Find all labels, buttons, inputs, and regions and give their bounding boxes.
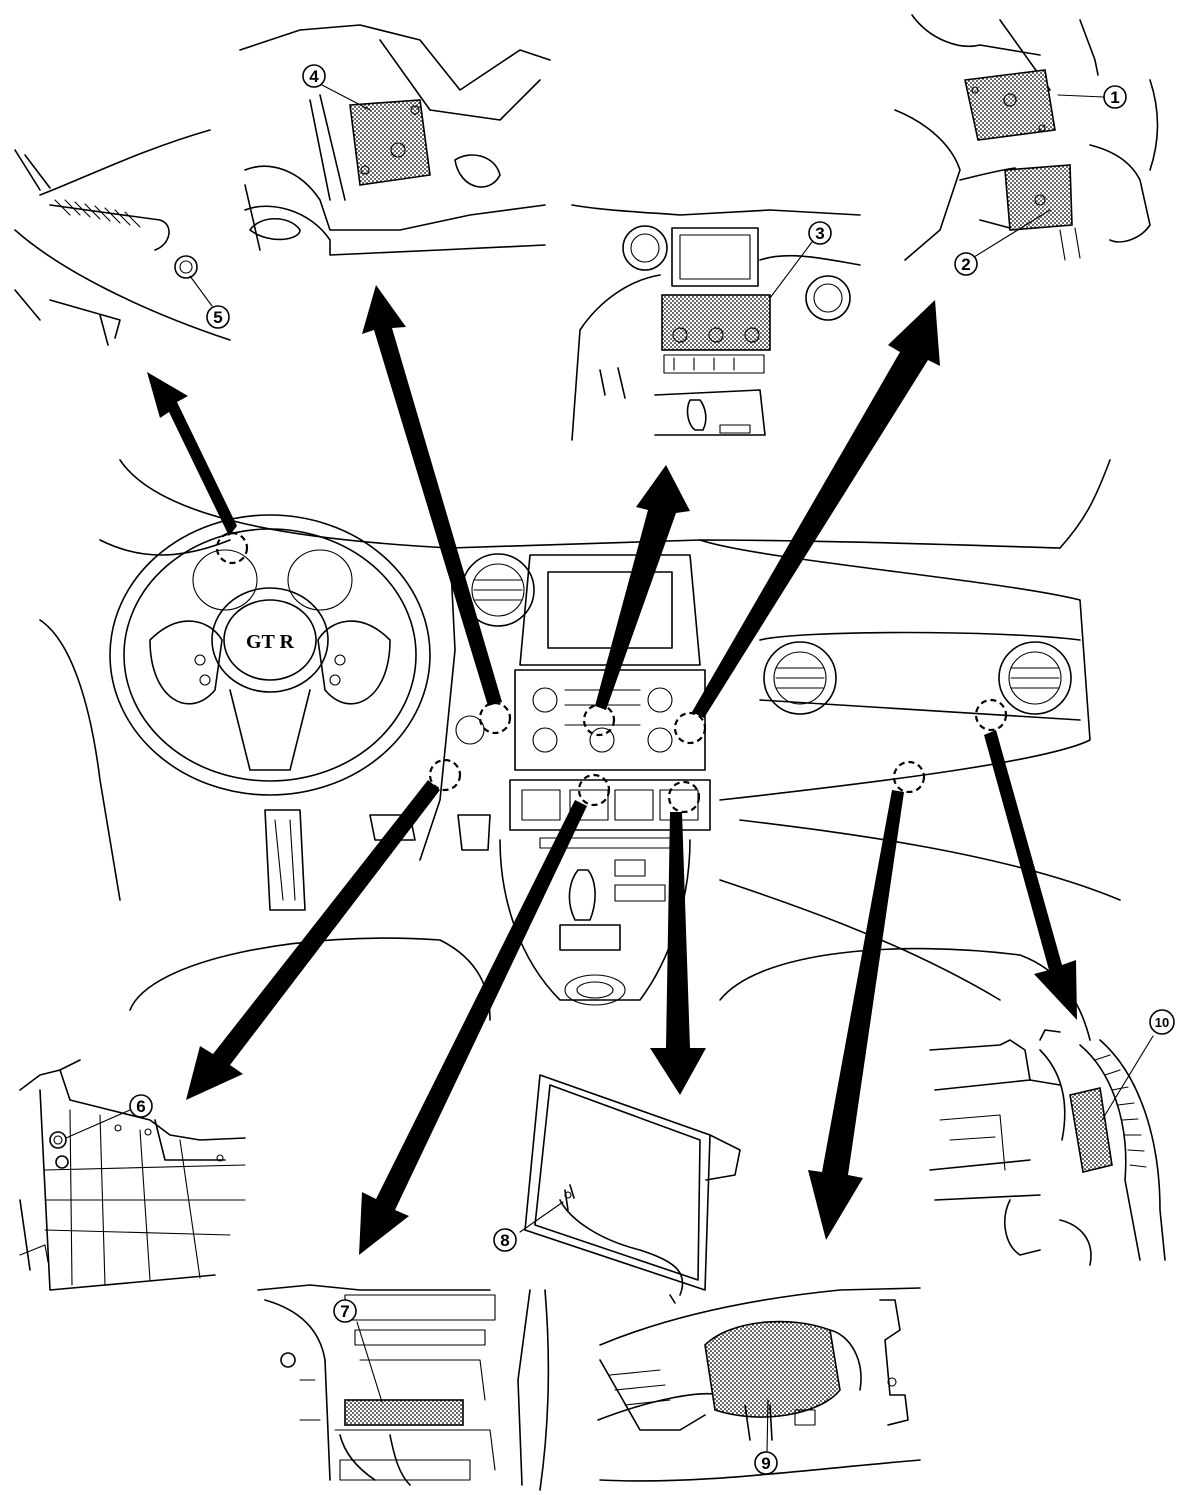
detail-view-8	[519, 1074, 741, 1304]
detail-view-1-2	[894, 14, 1159, 263]
dashboard-overview: GT R	[39, 459, 1121, 1041]
detail-view-3	[571, 204, 861, 441]
callout-9: 9	[754, 1451, 778, 1475]
callout-5: 5	[206, 305, 230, 329]
detail-view-5	[14, 129, 231, 346]
callout-4: 4	[302, 64, 326, 88]
detail-view-7	[257, 1284, 550, 1491]
callout-3: 3	[808, 221, 832, 245]
locator-9	[892, 760, 926, 794]
locator-circles	[215, 531, 1008, 814]
callout-labels: 1 2 3 4 5 6 7 8	[129, 64, 1175, 1475]
svg-text:8: 8	[500, 1231, 509, 1250]
gtr-logo: GT R	[246, 631, 295, 653]
locator-10	[974, 698, 1008, 732]
locator-7	[577, 773, 611, 807]
svg-text:6: 6	[136, 1097, 145, 1116]
svg-text:9: 9	[761, 1454, 770, 1473]
callout-1: 1	[1103, 85, 1127, 109]
callout-10: 10	[1149, 1009, 1175, 1035]
steering-wheel: GT R	[109, 514, 431, 796]
svg-text:2: 2	[961, 255, 970, 274]
locator-6	[428, 758, 462, 792]
locator-8	[667, 780, 701, 814]
detail-view-9	[597, 1287, 921, 1482]
svg-text:10: 10	[1155, 1015, 1169, 1030]
detail-view-4	[239, 24, 551, 256]
callout-6: 6	[129, 1094, 153, 1118]
callout-2: 2	[954, 252, 978, 276]
locator-4	[478, 701, 512, 735]
locator-5	[215, 531, 249, 565]
svg-text:3: 3	[815, 224, 824, 243]
svg-text:5: 5	[213, 308, 222, 327]
detail-view-10	[929, 1029, 1166, 1266]
pointer-arrows	[147, 285, 1077, 1255]
callout-7: 7	[333, 1299, 357, 1323]
locator-1-2	[673, 711, 707, 745]
callout-8: 8	[493, 1228, 517, 1252]
svg-text:7: 7	[340, 1302, 349, 1321]
locator-3	[582, 703, 616, 737]
detail-view-6	[19, 1059, 246, 1291]
svg-text:4: 4	[309, 67, 319, 86]
svg-text:1: 1	[1110, 88, 1119, 107]
